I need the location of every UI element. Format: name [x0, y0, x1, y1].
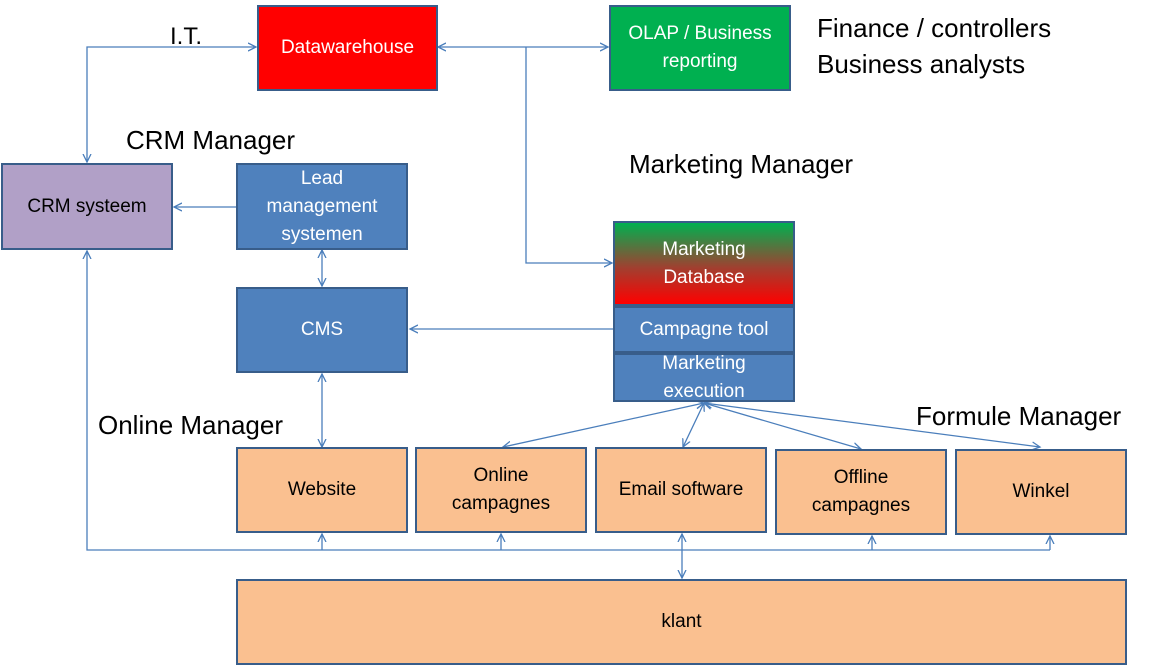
email-software-label: Email software: [618, 479, 744, 500]
marketing-exec-label-line2: execution: [663, 380, 745, 402]
role-label-it: I.T.: [170, 23, 203, 50]
olap-reporting-box: OLAP / Business reporting: [609, 5, 791, 91]
offline-label-line2: campagnes: [811, 495, 911, 516]
role-label-finance: Finance / controllers: [817, 13, 1052, 43]
marketing-execution-box: Marketing execution: [613, 353, 795, 402]
olap-label-line1: OLAP / Business: [628, 23, 772, 44]
feedback-bus: [87, 251, 1050, 551]
website-label: Website: [287, 479, 357, 500]
online-label-line1: Online: [473, 465, 529, 486]
datawarehouse-box: Datawarehouse: [257, 5, 438, 91]
cms-label: CMS: [300, 319, 344, 340]
role-label-marketing-manager: Marketing Manager: [629, 149, 853, 179]
role-label-formule-manager: Formule Manager: [916, 401, 1122, 431]
crm-system-label: CRM systeem: [27, 195, 147, 217]
marketing-db-label-line2: Database: [663, 266, 745, 288]
klant-label: klant: [661, 611, 702, 632]
online-campagnes-box: Online campagnes: [415, 447, 587, 533]
lead-label-line2: management: [266, 195, 378, 217]
exec-offline-connector: [704, 403, 861, 449]
olap-label-line2: reporting: [662, 51, 738, 72]
winkel-box: Winkel: [955, 449, 1127, 535]
lead-label-line1: Lead: [300, 167, 344, 189]
offline-campagnes-box: Offline campagnes: [775, 449, 947, 535]
exec-winkel-connector: [704, 403, 1040, 447]
exec-email-connector: [683, 403, 704, 447]
winkel-label: Winkel: [1012, 481, 1070, 502]
offline-label-line1: Offline: [833, 467, 889, 488]
dwh-marketingdb-connector: [525, 47, 612, 263]
klant-box: klant: [236, 579, 1127, 665]
campagne-tool-label: Campagne tool: [639, 318, 769, 340]
marketing-exec-label-line1: Marketing: [662, 352, 746, 374]
crm-system-box: CRM systeem: [1, 163, 173, 250]
online-label-line2: campagnes: [451, 493, 551, 514]
website-box: Website: [236, 447, 408, 533]
role-label-online-manager: Online Manager: [98, 410, 283, 440]
dwh-crm-connector: [87, 47, 256, 162]
email-software-box: Email software: [595, 447, 767, 533]
lead-management-box: Lead management systemen: [236, 163, 408, 250]
role-label-business-analysts: Business analysts: [817, 49, 1026, 79]
campagne-tool-box: Campagne tool: [613, 306, 795, 353]
exec-online-connector: [503, 403, 704, 447]
role-label-crm-manager: CRM Manager: [126, 125, 296, 155]
datawarehouse-label: Datawarehouse: [280, 37, 415, 58]
marketing-db-label-line1: Marketing: [662, 238, 746, 260]
marketing-database-box: Marketing Database: [613, 221, 795, 306]
cms-box: CMS: [236, 287, 408, 373]
lead-label-line3: systemen: [281, 223, 363, 245]
